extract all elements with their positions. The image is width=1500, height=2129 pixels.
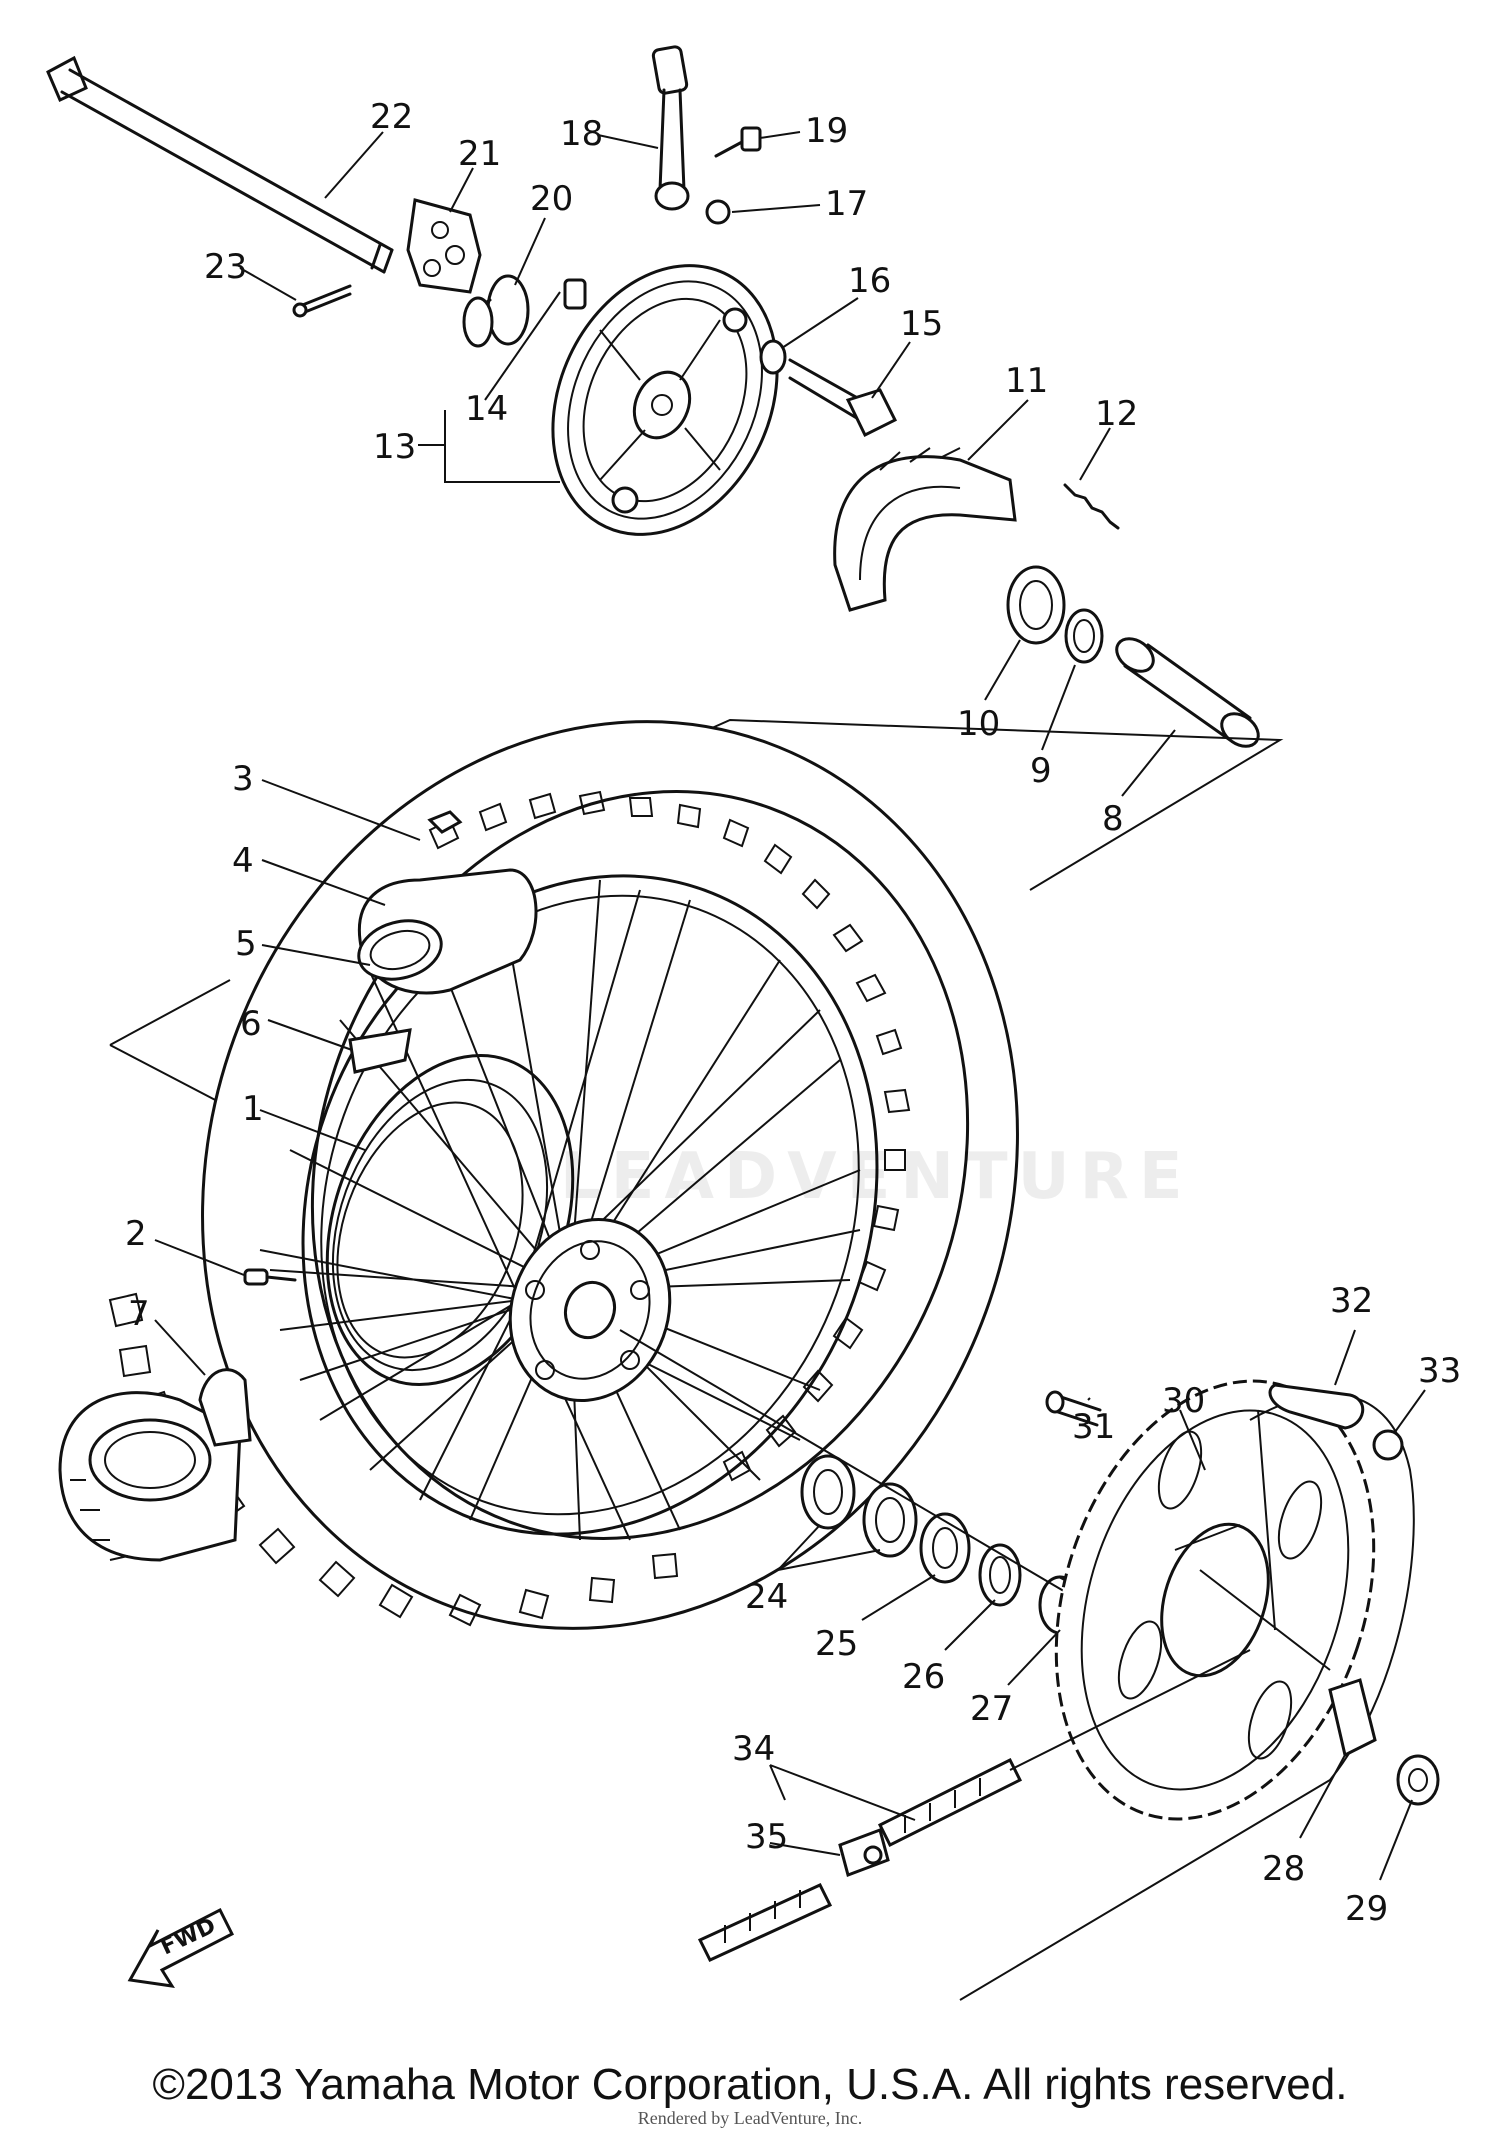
callout-4: 4 — [232, 841, 254, 881]
washer — [759, 339, 787, 375]
callout-23: 23 — [204, 247, 247, 287]
callout-2: 2 — [125, 1214, 147, 1254]
leadventure-watermark: LEADVENTURE — [560, 1140, 1193, 1214]
rear-sprocket — [1054, 1379, 1376, 1821]
chain-segment — [697, 1883, 833, 1962]
brake-shoe — [833, 447, 1017, 612]
stud-bolt — [1045, 1390, 1102, 1427]
tire-tube-cutaway — [357, 810, 538, 995]
callout-14: 14 — [465, 389, 508, 429]
callout-34: 34 — [732, 1729, 775, 1769]
callout-22: 22 — [370, 97, 413, 137]
spoke-nipple — [243, 1268, 297, 1286]
callout-32: 32 — [1330, 1281, 1373, 1321]
lock-washer — [1268, 1383, 1365, 1430]
callout-18: 18 — [560, 114, 603, 154]
callout-25: 25 — [815, 1624, 858, 1664]
callout-6: 6 — [240, 1004, 262, 1044]
copyright-notice: ©2013 Yamaha Motor Corporation, U.S.A. A… — [152, 2060, 1348, 2109]
lever-nut — [705, 199, 731, 225]
callout-3: 3 — [232, 759, 254, 799]
callout-16: 16 — [848, 261, 891, 301]
callout-29: 29 — [1345, 1889, 1388, 1929]
spacer-flange — [919, 1512, 971, 1584]
forward-arrow-icon: FWD — [127, 1907, 235, 1988]
callout-11: 11 — [1005, 361, 1048, 401]
chain-master-link — [838, 1828, 890, 1877]
callout-28: 28 — [1262, 1849, 1305, 1889]
callout-1: 1 — [242, 1089, 264, 1129]
chain-adjuster-plate — [406, 198, 482, 294]
axle-lock-washer — [1328, 1678, 1377, 1758]
callout-10: 10 — [957, 704, 1000, 744]
rear-axle — [46, 55, 394, 274]
callout-33: 33 — [1418, 1351, 1461, 1391]
shoe-spring — [1063, 483, 1120, 530]
tire-cross-section — [58, 1368, 252, 1562]
callout-27: 27 — [970, 1689, 1013, 1729]
callout-26: 26 — [902, 1657, 945, 1697]
grease-nipple — [563, 278, 587, 310]
callout-35: 35 — [745, 1817, 788, 1857]
callout-20: 20 — [530, 179, 573, 219]
sprocket-nut — [1372, 1429, 1404, 1461]
callout-19: 19 — [805, 111, 848, 151]
cam-lever — [651, 45, 690, 211]
callout-9: 9 — [1030, 751, 1052, 791]
callout-7: 7 — [128, 1294, 150, 1334]
drive-chain — [877, 1649, 1251, 1848]
cotter-pin — [292, 284, 352, 318]
render-credit: Rendered by LeadVenture, Inc. — [637, 2108, 863, 2128]
lever-bolt — [714, 126, 762, 158]
rim-band — [348, 1028, 412, 1074]
callout-12: 12 — [1095, 394, 1138, 434]
brake-camshaft — [788, 358, 898, 438]
axle-nut — [1396, 1754, 1440, 1806]
brake-shoe-plate — [551, 264, 779, 536]
callout-13: 13 — [373, 427, 416, 467]
callout-17: 17 — [825, 184, 868, 224]
callout-8: 8 — [1102, 799, 1124, 839]
leader-lines — [154, 131, 1426, 1881]
callout-15: 15 — [900, 304, 943, 344]
callout-labels: 22 21 20 23 18 19 17 16 15 11 12 14 13 1… — [125, 97, 1461, 1929]
collar — [462, 274, 530, 348]
axle-centerline — [619, 1329, 1131, 1631]
oil-seal — [1064, 608, 1104, 664]
callout-30: 30 — [1162, 1381, 1205, 1421]
callout-24: 24 — [745, 1577, 788, 1617]
spacer — [1115, 637, 1260, 748]
callout-31: 31 — [1072, 1407, 1115, 1447]
hub-bearing-right-1 — [800, 1454, 856, 1530]
hub-bearing-right-2 — [862, 1482, 918, 1558]
callout-5: 5 — [235, 924, 257, 964]
sprocket-guide-lines — [1174, 1409, 1331, 1671]
callout-21: 21 — [458, 134, 501, 174]
hub-bearing-left — [1006, 565, 1066, 645]
